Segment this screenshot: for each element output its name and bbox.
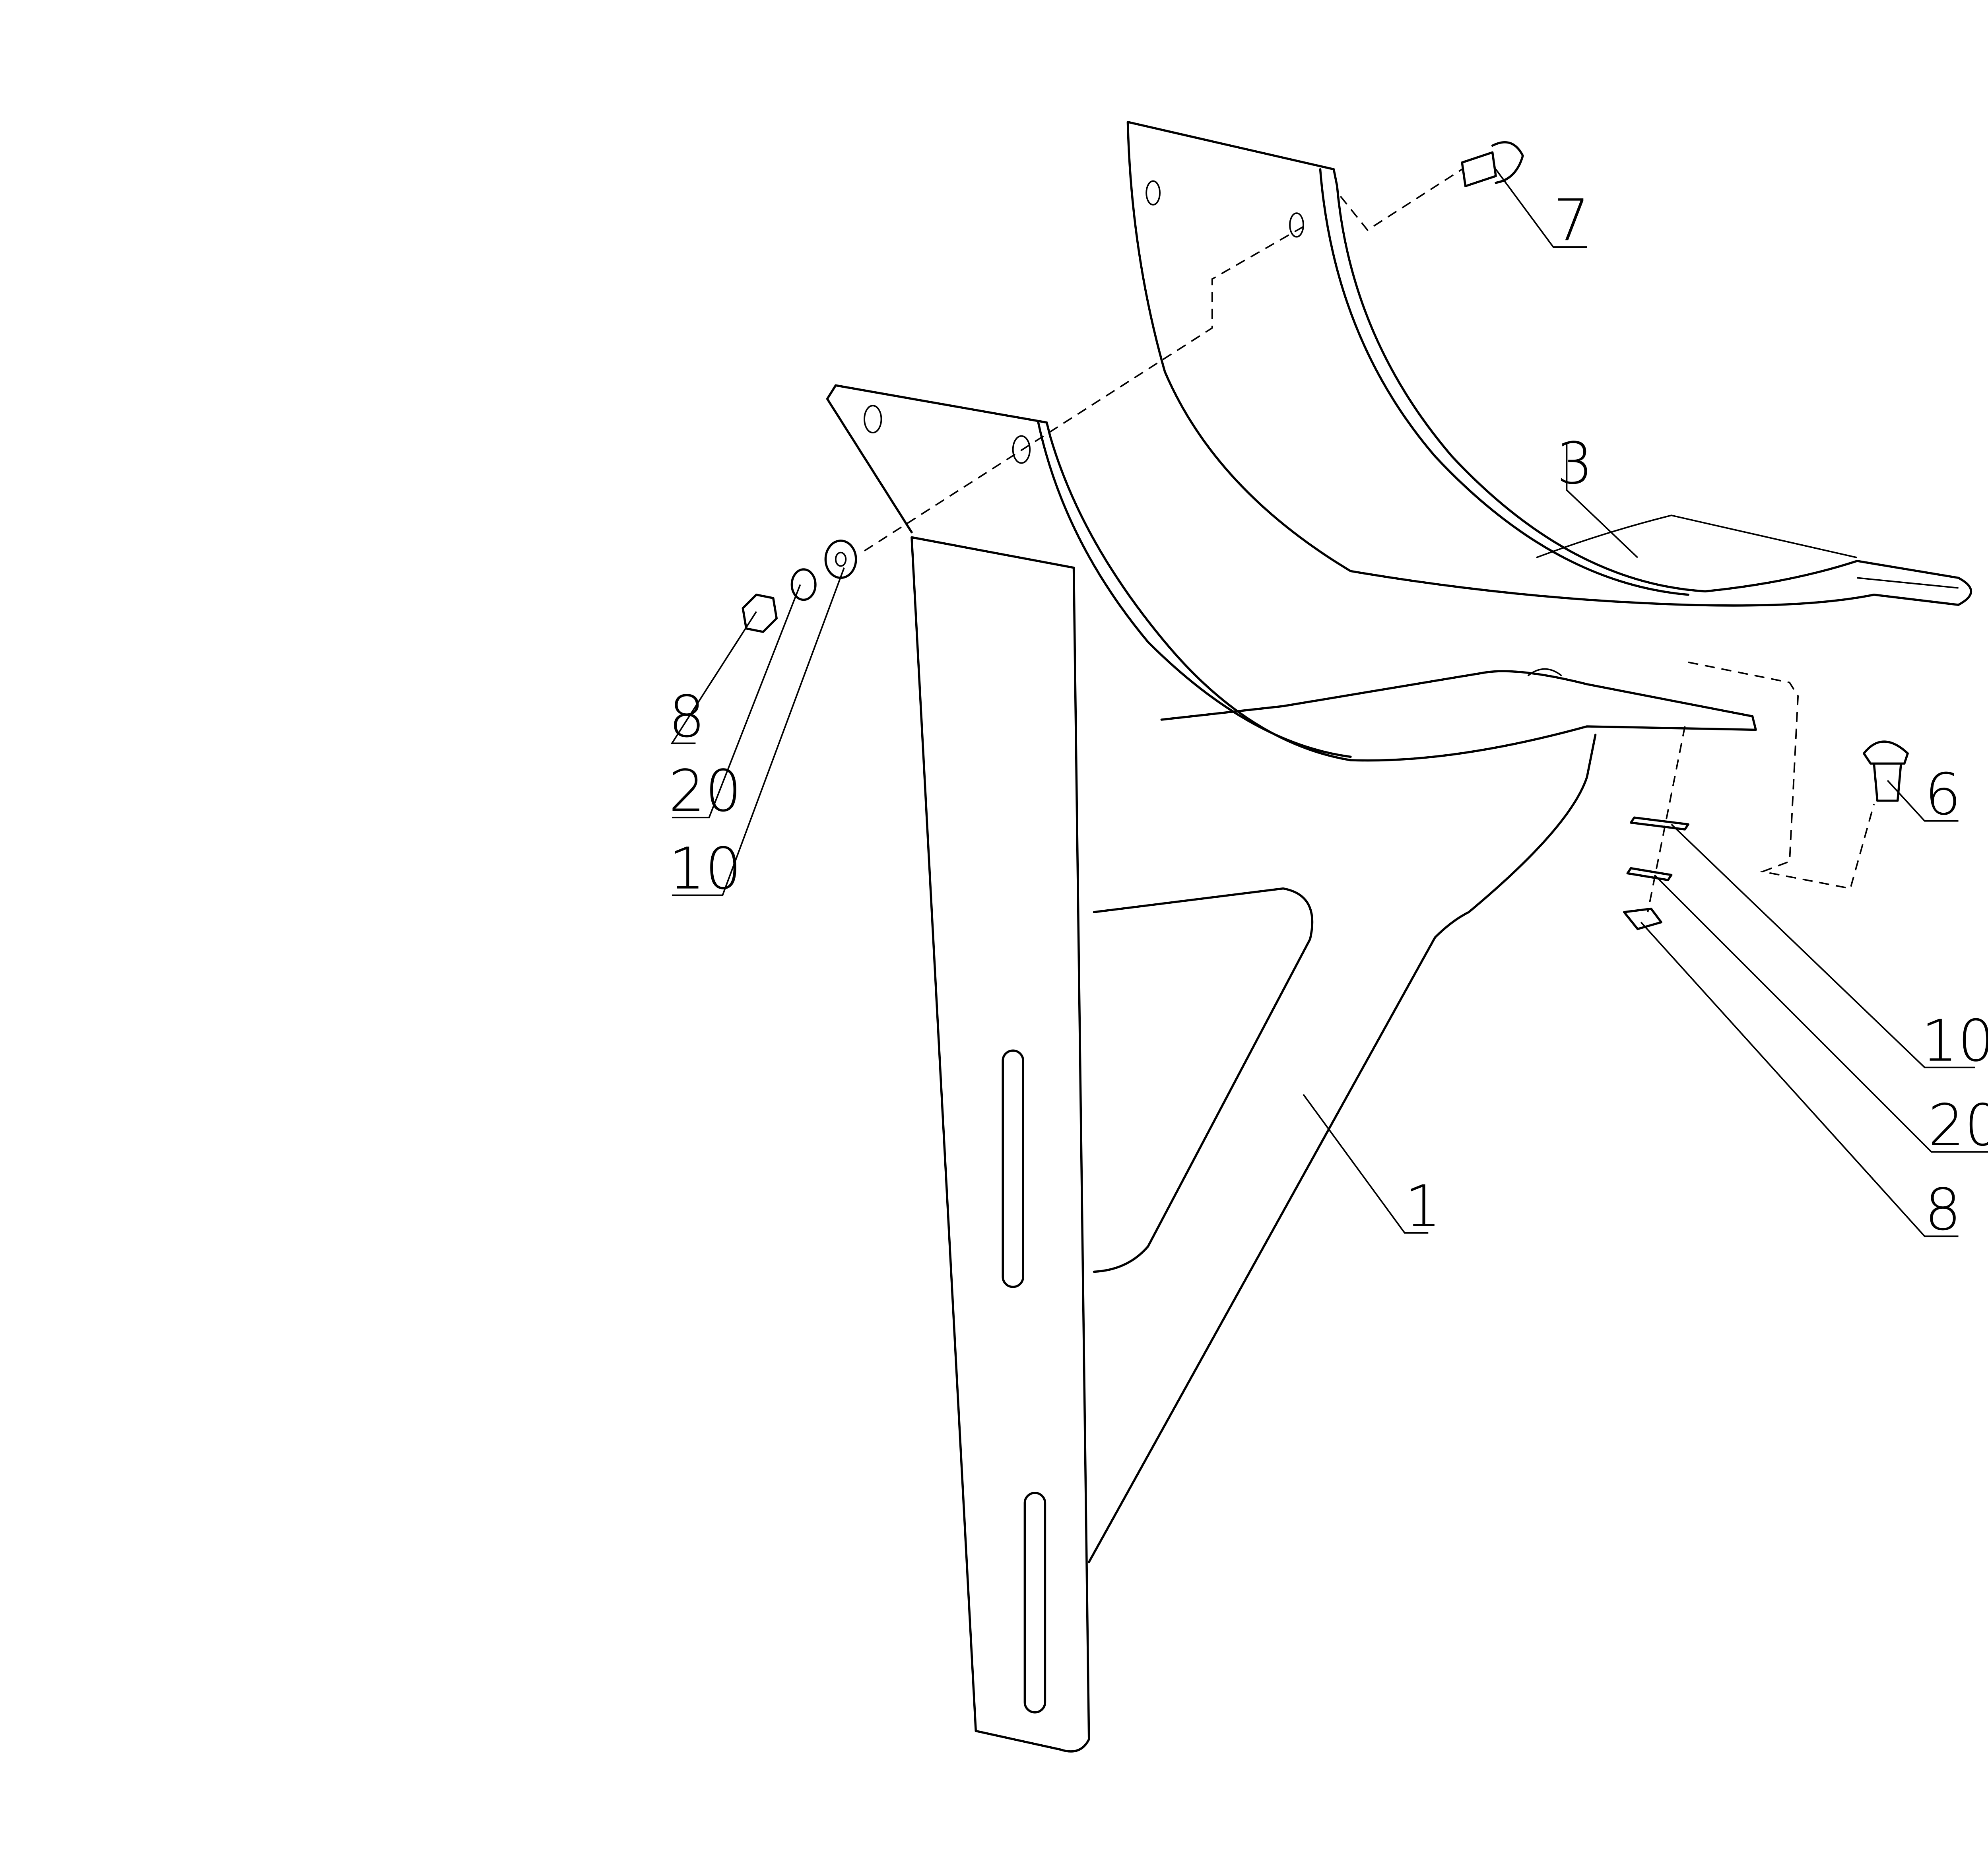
bracket-part-1 xyxy=(826,384,1757,1753)
callout-10-left: 10 xyxy=(668,836,742,903)
slot-lower xyxy=(1023,1491,1046,1714)
assembly-lines xyxy=(864,169,1875,912)
nut-8-right xyxy=(1623,907,1662,930)
washer-20-right xyxy=(1626,867,1673,881)
bolt-6 xyxy=(1862,740,1909,802)
washer-10-right xyxy=(1630,816,1689,831)
callout-10-right: 10 xyxy=(1921,1008,1988,1075)
washer-20-left xyxy=(790,568,817,601)
callout-8-left: 8 xyxy=(668,683,705,750)
callout-1: 1 xyxy=(1405,1173,1441,1240)
callout-3: 3 xyxy=(1557,431,1593,497)
washer-10-left xyxy=(824,540,857,579)
leader-lines xyxy=(670,169,1988,1237)
nut-8-left xyxy=(742,594,778,633)
callout-6: 6 xyxy=(1925,761,1961,828)
slot-upper xyxy=(1002,1049,1024,1288)
callout-20-right: 20 xyxy=(1928,1092,1988,1159)
callout-20-left: 20 xyxy=(668,758,742,825)
callout-7: 7 xyxy=(1553,187,1590,254)
hardware xyxy=(742,141,1909,930)
strap-part-3 xyxy=(1126,121,1972,607)
callout-8-right: 8 xyxy=(1925,1177,1961,1243)
callouts: 7 3 8 20 10 6 10 20 8 1 xyxy=(668,187,1988,1243)
bolt-7 xyxy=(1461,141,1524,187)
